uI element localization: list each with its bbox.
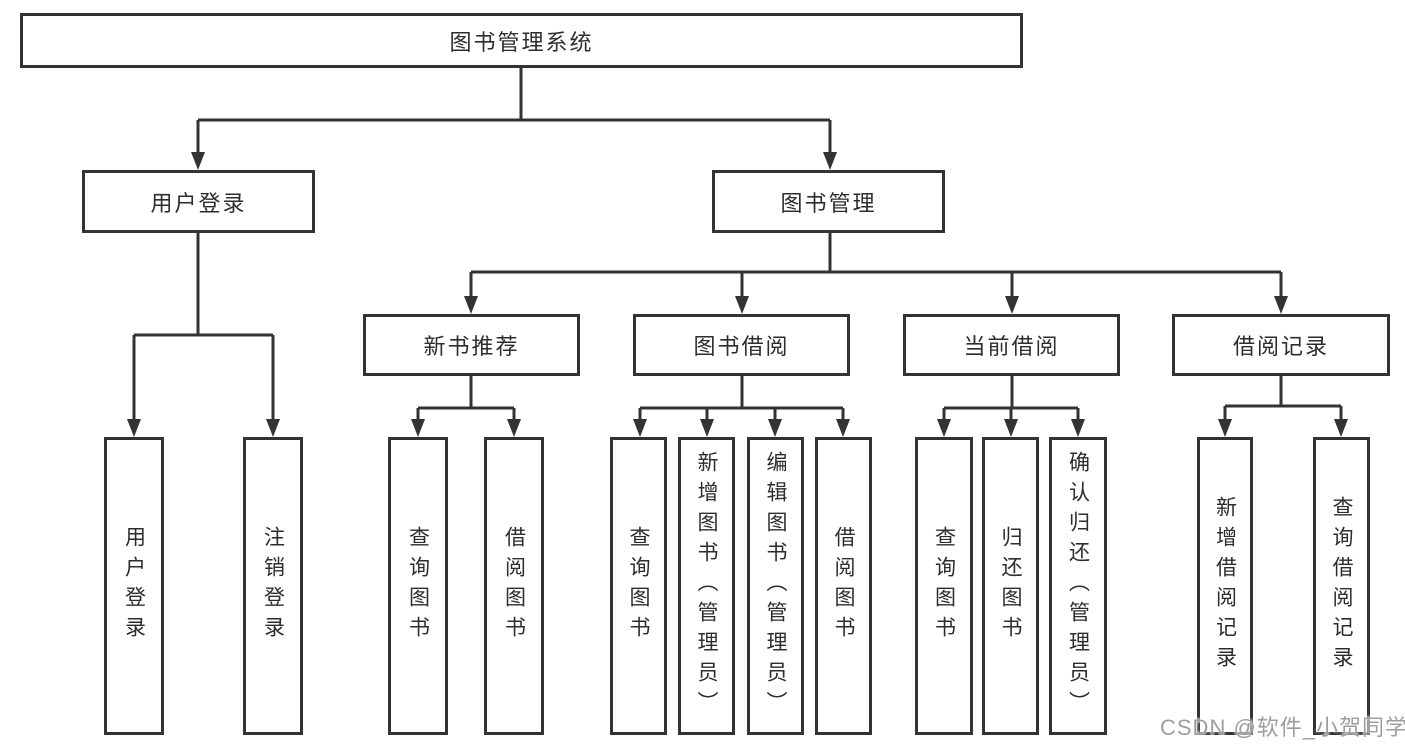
leaf-label: 确认归还（管理员） <box>1066 451 1090 721</box>
leaf-label: 新增借阅记录 <box>1213 496 1237 676</box>
leaf-borrow-borrow-books: 借阅图书 <box>815 437 872 735</box>
leaf-label: 新增图书（管理员） <box>695 451 718 721</box>
leaf-label: 查询图书 <box>627 526 650 646</box>
leaf-label: 查询图书 <box>932 526 956 646</box>
watermark: CSDN @软件_小贺同学 <box>1160 715 1405 740</box>
leaf-label: 用户登录 <box>122 526 146 646</box>
node-book-management: 图书管理 <box>712 170 945 233</box>
leaf-user-login: 用户登录 <box>104 437 164 735</box>
leaf-current-return-books: 归还图书 <box>982 437 1039 735</box>
leaf-label: 编辑图书（管理员） <box>764 451 787 721</box>
leaf-current-confirm-return-admin: 确认归还（管理员） <box>1049 437 1107 735</box>
leaf-label: 查询借阅记录 <box>1330 496 1353 676</box>
leaf-label: 借阅图书 <box>832 526 855 646</box>
leaf-recommend-query-books: 查询图书 <box>388 437 448 735</box>
leaf-current-query-books: 查询图书 <box>915 437 973 735</box>
node-user-login: 用户登录 <box>82 170 315 233</box>
leaf-borrow-query-books: 查询图书 <box>610 437 667 735</box>
node-book-borrow: 图书借阅 <box>633 314 850 376</box>
leaf-label: 借阅图书 <box>502 526 526 646</box>
leaf-recommend-borrow-books: 借阅图书 <box>484 437 544 735</box>
leaf-label: 注销登录 <box>261 526 285 646</box>
leaf-label: 归还图书 <box>999 526 1022 646</box>
leaf-borrow-add-books-admin: 新增图书（管理员） <box>678 437 735 735</box>
node-new-book-recommend: 新书推荐 <box>363 314 580 376</box>
node-root: 图书管理系统 <box>20 13 1023 68</box>
leaf-label: 查询图书 <box>406 526 430 646</box>
leaf-records-query-record: 查询借阅记录 <box>1313 437 1370 735</box>
node-borrow-records: 借阅记录 <box>1172 314 1390 376</box>
leaf-borrow-edit-books-admin: 编辑图书（管理员） <box>747 437 804 735</box>
leaf-records-add-record: 新增借阅记录 <box>1197 437 1253 735</box>
node-current-borrow: 当前借阅 <box>903 314 1120 376</box>
leaf-logout: 注销登录 <box>243 437 303 735</box>
